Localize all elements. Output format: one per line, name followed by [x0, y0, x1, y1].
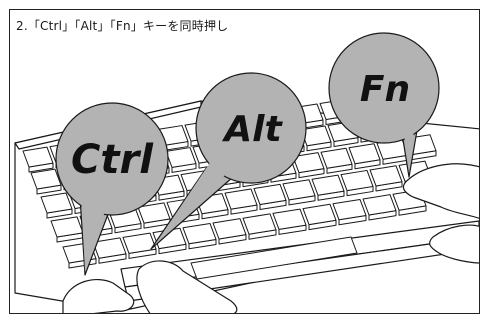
keycap	[212, 218, 247, 240]
callout-ctrl: Ctrl	[55, 102, 169, 276]
keycap	[182, 222, 217, 245]
right-hand-lower	[429, 224, 479, 264]
keycap	[332, 198, 367, 221]
callout-ctrl-label: Ctrl	[71, 137, 154, 183]
keycap	[282, 179, 316, 201]
keycap	[40, 192, 73, 214]
keyboard-illustration: Ctrl Alt Fn	[14, 32, 479, 313]
left-hand-ctrl	[62, 279, 135, 313]
callout-fn-label: Fn	[360, 69, 410, 110]
hands	[62, 163, 479, 313]
callout-fn: Fn	[328, 32, 440, 178]
keycap	[30, 168, 62, 190]
keycap	[369, 165, 403, 187]
keycap	[165, 147, 197, 168]
keycap	[292, 152, 325, 174]
keycap	[311, 174, 345, 196]
keycap	[22, 146, 54, 168]
keycap	[320, 147, 353, 169]
callout-alt-label: Alt	[221, 109, 283, 150]
keycap	[242, 213, 277, 235]
spacebar-key	[190, 236, 358, 280]
keycap	[137, 202, 171, 224]
callout-alt: Alt	[150, 72, 307, 250]
keycap	[302, 203, 337, 226]
keycap	[272, 208, 307, 230]
keycap	[122, 232, 157, 254]
keycap	[224, 188, 258, 210]
keycap	[253, 183, 287, 206]
keycap	[50, 216, 84, 238]
keycap	[92, 237, 127, 259]
figure-caption: 2.「Ctrl」「Alt」「Fn」キーを同時押し	[16, 19, 229, 33]
figure-frame: Ctrl Alt Fn	[9, 9, 480, 314]
keycap	[362, 194, 397, 216]
right-hand-fn	[402, 163, 479, 219]
left-hand-alt	[136, 260, 238, 313]
keycap	[348, 143, 381, 165]
keycap	[340, 169, 374, 192]
